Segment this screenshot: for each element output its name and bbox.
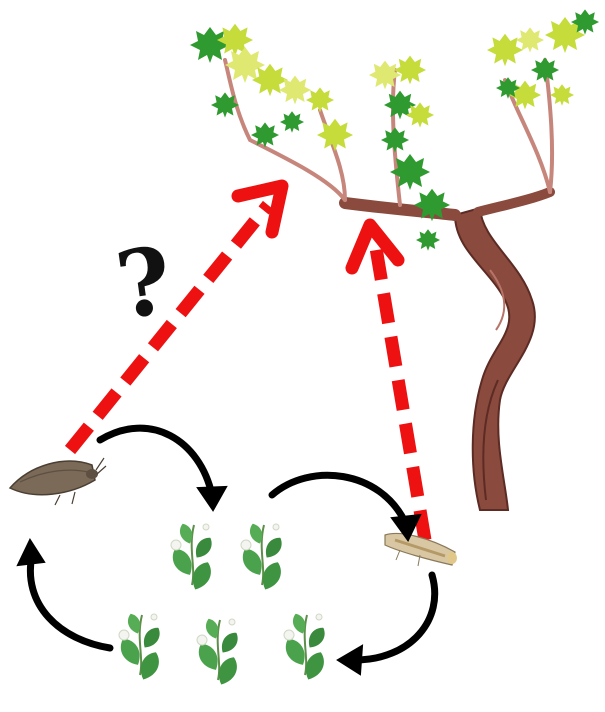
bindweed-icon <box>116 522 329 688</box>
moth-icon <box>10 458 106 505</box>
leafhopper-icon <box>385 534 457 566</box>
question-mark: ? <box>110 226 178 340</box>
arrow-leafhopper-to-vine <box>352 225 425 540</box>
